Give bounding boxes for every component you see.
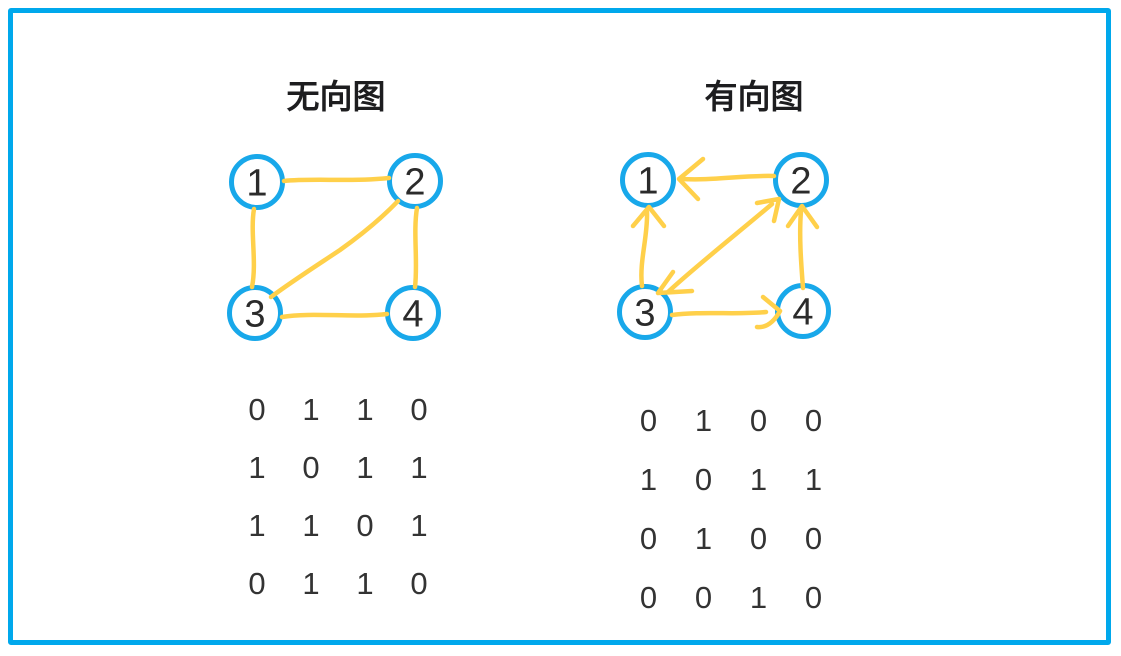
matrix-cell: 0: [410, 566, 428, 601]
undirected-edge-1-3: [249, 206, 257, 290]
matrix-cell: 1: [302, 566, 320, 601]
matrix-cell: 1: [694, 520, 713, 556]
undirected-node-2-label: 2: [404, 161, 425, 203]
matrix-cell: 1: [749, 461, 768, 497]
matrix-cell: 0: [356, 508, 374, 543]
matrix-cell: 1: [248, 450, 266, 485]
matrix-cell: 0: [248, 566, 266, 601]
directed-graph-title: 有向图: [704, 78, 804, 115]
directed-node-1-label: 1: [637, 160, 658, 202]
directed-node-4-label: 4: [792, 291, 813, 333]
arrowhead-into-2-from-4-icon: [785, 203, 820, 230]
border-frame: [8, 8, 1111, 645]
matrix-cell: 0: [639, 520, 658, 556]
undirected-edge-1-2: [281, 175, 392, 184]
undirected-node-2: [387, 153, 443, 209]
directed-node-2-label: 2: [790, 160, 811, 202]
matrix-cell: 0: [694, 579, 713, 615]
directed-adjacency-matrix: 0 1 0 0 1 0 1 1 0 1 0 0 0 0 1 0: [621, 391, 841, 627]
undirected-edge-2-4: [412, 205, 420, 290]
matrix-cell: 1: [356, 450, 374, 485]
matrix-cell: 1: [410, 508, 428, 543]
matrix-cell: 0: [248, 392, 266, 427]
undirected-node-3: [227, 285, 283, 341]
matrix-cell: 1: [410, 450, 428, 485]
directed-edge-4-2: [797, 208, 806, 291]
directed-node-3-label: 3: [634, 292, 655, 334]
directed-edge-3-1: [639, 209, 650, 289]
arrowhead-into-1-from-2-icon: [676, 156, 706, 202]
directed-edge-2-1: [679, 173, 777, 182]
matrix-cell: 0: [804, 520, 823, 556]
matrix-cell: 1: [694, 402, 713, 438]
arrowhead-into-4-from-3-icon: [754, 294, 783, 330]
arrowhead-into-3-from-2-icon: [655, 269, 695, 296]
matrix-cell: 0: [804, 402, 823, 438]
undirected-edge-2-3: [268, 198, 401, 300]
undirected-node-1-label: 1: [246, 162, 267, 204]
matrix-cell: 0: [749, 402, 768, 438]
undirected-edge-3-4: [279, 311, 390, 320]
matrix-cell: 0: [302, 450, 320, 485]
matrix-cell: 0: [804, 579, 823, 615]
matrix-cell: 0: [694, 461, 713, 497]
matrix-cell: 1: [248, 508, 266, 543]
directed-edge-3-2-diagonal: [665, 201, 775, 295]
directed-node-3: [617, 284, 673, 340]
undirected-node-3-label: 3: [244, 293, 265, 335]
arrowhead-into-2-from-3-icon: [754, 196, 782, 224]
matrix-cell: 0: [639, 579, 658, 615]
undirected-node-4-label: 4: [402, 293, 423, 335]
matrix-cell: 1: [804, 461, 823, 497]
matrix-cell: 1: [302, 508, 320, 543]
matrix-cell: 1: [302, 392, 320, 427]
matrix-cell: 1: [356, 392, 374, 427]
matrix-cell: 0: [639, 402, 658, 438]
arrowhead-into-1-from-3-icon: [630, 204, 667, 229]
undirected-graph: 1 2 3 4: [227, 153, 443, 341]
matrix-cell: 1: [356, 566, 374, 601]
undirected-graph-title: 无向图: [286, 78, 386, 115]
directed-graph: 1 2 3 4: [617, 152, 831, 340]
matrix-cell: 1: [749, 579, 768, 615]
matrix-cell: 0: [410, 392, 428, 427]
undirected-adjacency-matrix: 0 1 1 0 1 0 1 1 1 1 0 1 0 1 1 0: [230, 381, 446, 613]
directed-edge-3-4: [669, 309, 769, 318]
matrix-cell: 0: [749, 520, 768, 556]
matrix-cell: 1: [639, 461, 658, 497]
